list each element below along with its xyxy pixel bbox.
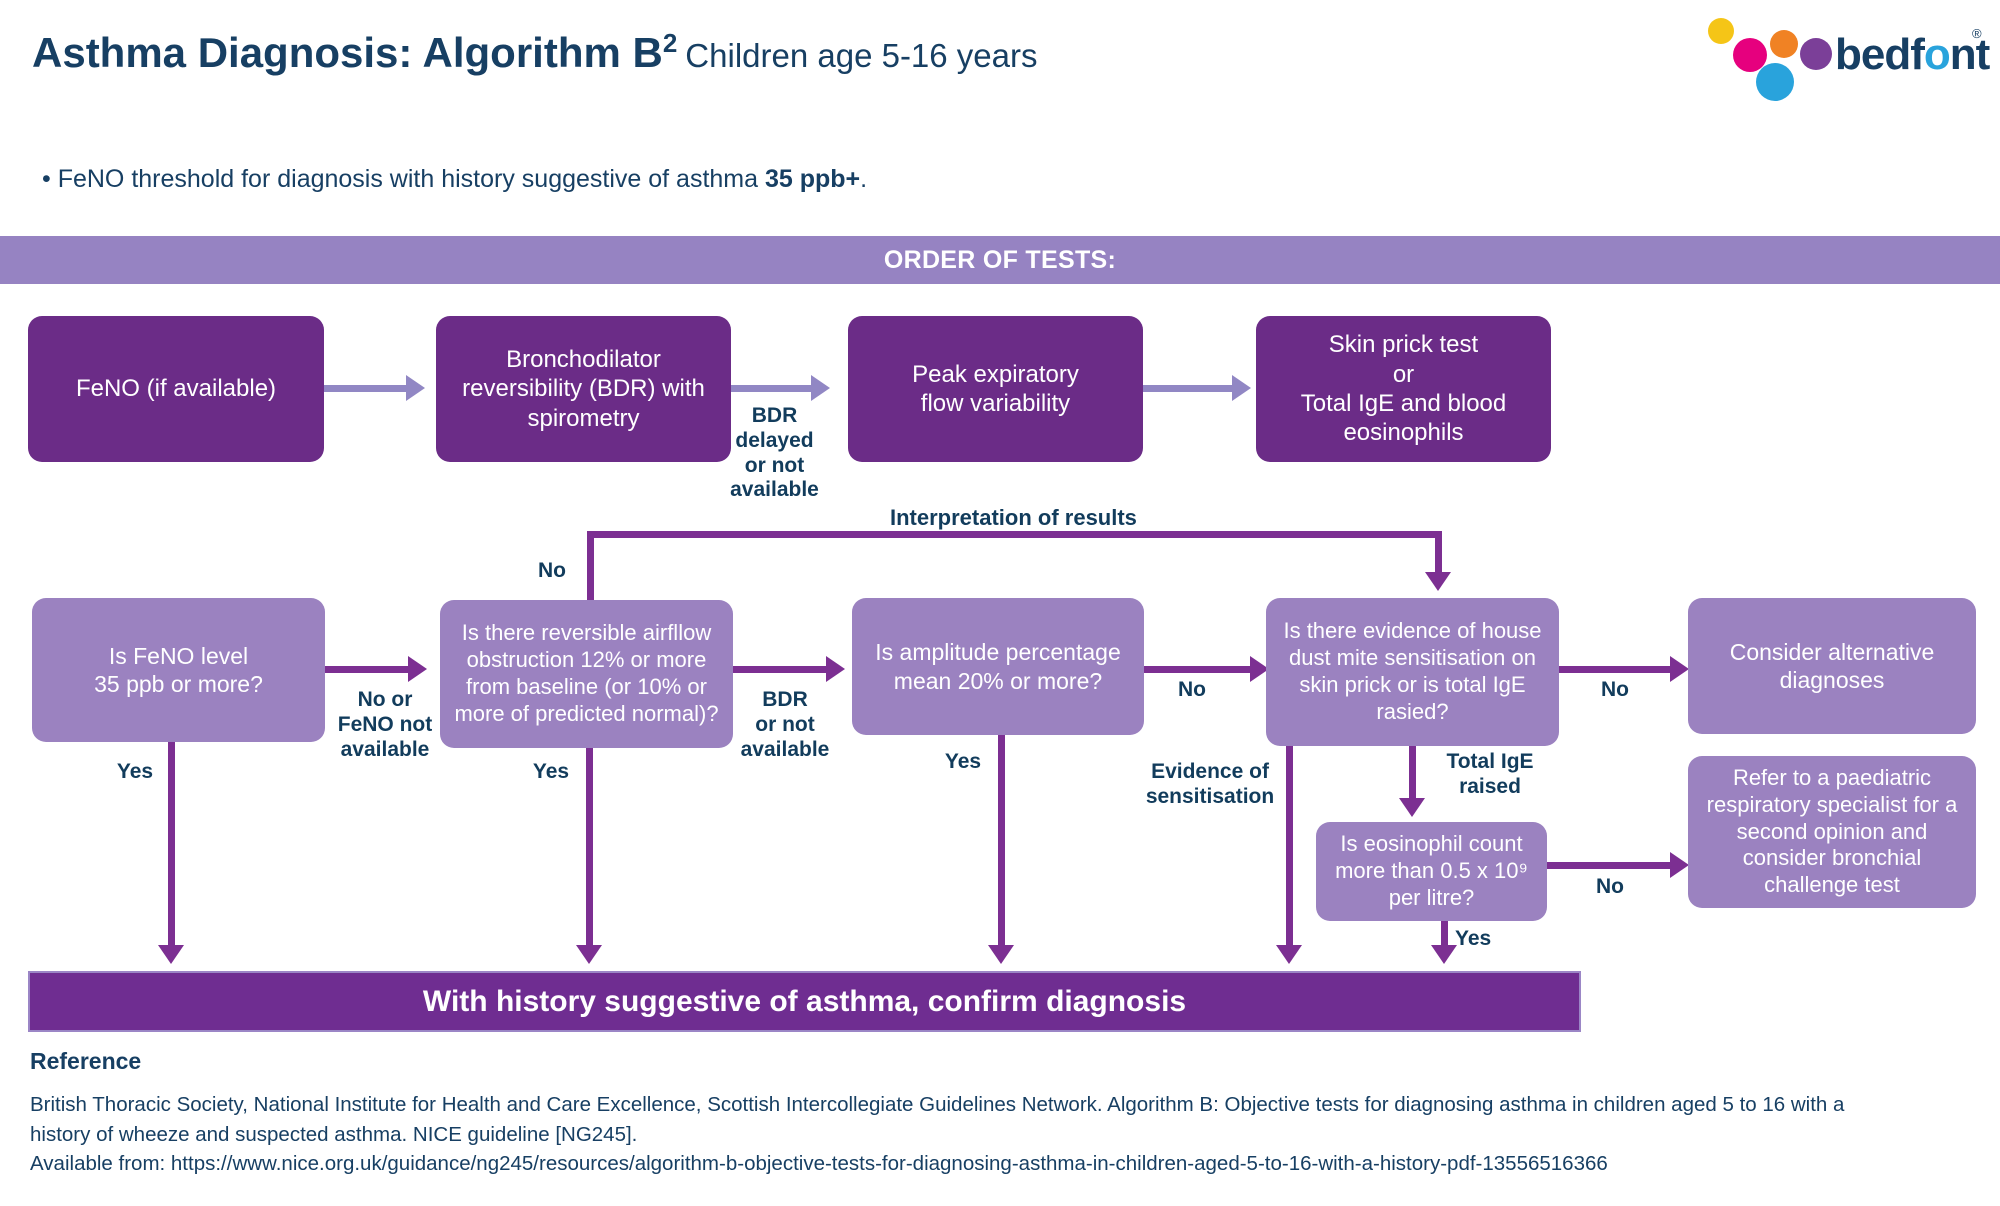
connector-no-branch-left-riser	[587, 531, 594, 603]
arrow-feno-level-yes-icon	[158, 945, 184, 964]
decision-box-reversible-airflow-label: Is there reversible airfllow obstruction…	[454, 620, 719, 726]
connector-amplitude-to-dust-mite	[1144, 666, 1252, 673]
logo-dot-purple-icon	[1800, 38, 1832, 70]
order-of-tests-label: ORDER OF TESTS:	[883, 245, 1117, 274]
arrow-feno-to-bdr-icon	[406, 375, 425, 401]
edge-label-yes-amplitude: Yes	[944, 750, 982, 773]
arrow-dust-mite-ige-icon	[1399, 798, 1425, 817]
connector-eosinophil-to-refer	[1547, 862, 1672, 869]
edge-label-evidence-of-sensitisation: Evidence of sensitisation	[1145, 760, 1275, 808]
test-box-peak-expiratory-flow: Peak expiratory flow variability	[848, 316, 1143, 462]
arrow-amplitude-yes-icon	[988, 945, 1014, 964]
test-box-bdr: Bronchodilator reversibility (BDR) with …	[436, 316, 731, 462]
logo-word-after: nt	[1949, 30, 1991, 79]
bullet-value: 35 ppb+	[764, 165, 861, 193]
decision-box-eosinophil: Is eosinophil count more than 0.5 x 10⁹ …	[1316, 822, 1547, 921]
test-box-feno: FeNO (if available)	[28, 316, 324, 462]
arrow-dust-mite-evidence-icon	[1276, 945, 1302, 964]
decision-box-eosinophil-label: Is eosinophil count more than 0.5 x 10⁹ …	[1335, 831, 1528, 910]
page-title-superscript: 2	[662, 28, 678, 58]
connector-dust-mite-evidence-down	[1286, 746, 1293, 947]
test-box-skin-prick-ige-label: Skin prick test or Total IgE and blood e…	[1300, 331, 1507, 447]
decision-box-amplitude: Is amplitude percentage mean 20% or more…	[852, 598, 1144, 735]
edge-label-yes-reversible: Yes	[532, 760, 570, 783]
bedfont-logo: bedfont ®	[1700, 8, 1990, 101]
test-box-peak-expiratory-flow-label: Peak expiratory flow variability	[912, 360, 1079, 417]
arrow-pefv-to-skin-icon	[1232, 375, 1251, 401]
outcome-box-consider-alternative: Consider alternative diagnoses	[1688, 598, 1976, 734]
test-box-skin-prick-ige: Skin prick test or Total IgE and blood e…	[1256, 316, 1551, 462]
logo-word-before: bedf	[1835, 30, 1925, 79]
decision-box-feno-level-label: Is FeNO level 35 ppb or more?	[94, 642, 263, 697]
logo-dot-magenta-icon	[1733, 38, 1767, 72]
connector-no-branch-right-drop	[1435, 531, 1442, 576]
logo-wordmark: bedfont	[1835, 30, 1991, 80]
connector-bdr-to-pefv	[731, 385, 813, 392]
connector-no-branch-top	[587, 531, 1442, 538]
logo-dot-blue-icon	[1756, 63, 1794, 101]
test-box-feno-label: FeNO (if available)	[75, 375, 277, 403]
bullet-prefix: • FeNO threshold for diagnosis with hist…	[42, 165, 765, 193]
connector-feno-to-bdr	[324, 385, 408, 392]
feno-threshold-bullet: • FeNO threshold for diagnosis with hist…	[42, 165, 867, 194]
outcome-box-refer-specialist-label: Refer to a paediatric respiratory specia…	[1706, 764, 1958, 898]
logo-word-o: o	[1923, 30, 1951, 79]
logo-dot-orange-icon	[1770, 30, 1798, 58]
edge-label-no-dust-mite: No	[1601, 678, 1629, 701]
outcome-box-consider-alternative-label: Consider alternative diagnoses	[1729, 638, 1935, 693]
bullet-suffix: .	[860, 165, 868, 193]
connector-feno-level-to-reversible	[325, 666, 410, 673]
arrow-amplitude-to-dust-mite-icon	[1250, 656, 1269, 682]
connector-feno-level-yes-down	[168, 742, 175, 947]
outcome-box-refer-specialist: Refer to a paediatric respiratory specia…	[1688, 756, 1976, 908]
confirm-diagnosis-banner: With history suggestive of asthma, confi…	[28, 971, 1581, 1032]
connector-reversible-yes-down	[586, 748, 593, 947]
arrow-dust-mite-to-alternative-icon	[1670, 656, 1689, 682]
test-box-bdr-label: Bronchodilator reversibility (BDR) with …	[462, 346, 705, 432]
edge-label-yes-feno: Yes	[116, 760, 154, 783]
arrow-feno-level-to-reversible-icon	[408, 656, 427, 682]
arrow-eosinophil-yes-icon	[1431, 945, 1457, 964]
edge-label-bdr-or-not-available: BDR or not available	[740, 688, 830, 761]
interpretation-heading: Interpretation of results	[890, 505, 1137, 530]
decision-box-dust-mite-label: Is there evidence of house dust mite sen…	[1283, 618, 1542, 724]
connector-dust-mite-ige-down	[1409, 746, 1416, 801]
confirm-diagnosis-label: With history suggestive of asthma, confi…	[422, 984, 1187, 1018]
arrow-reversible-to-amplitude-icon	[826, 656, 845, 682]
edge-label-no-eosinophil: No	[1596, 875, 1624, 898]
reference-body: British Thoracic Society, National Insti…	[30, 1093, 1845, 1176]
arrow-reversible-yes-icon	[576, 945, 602, 964]
connector-dust-mite-to-alternative	[1559, 666, 1672, 673]
decision-box-dust-mite: Is there evidence of house dust mite sen…	[1266, 598, 1559, 746]
decision-box-amplitude-label: Is amplitude percentage mean 20% or more…	[875, 639, 1121, 694]
logo-dot-yellow-icon	[1708, 18, 1734, 44]
edge-label-yes-eosinophil: Yes	[1455, 927, 1492, 950]
connector-reversible-to-amplitude	[733, 666, 828, 673]
order-of-tests-banner: ORDER OF TESTS:	[0, 236, 2000, 284]
connector-pefv-to-skin	[1143, 385, 1234, 392]
connector-amplitude-yes-down	[998, 735, 1005, 947]
edge-label-bdr-delayed: BDR delayed or not available	[730, 404, 819, 502]
decision-box-reversible-airflow: Is there reversible airfllow obstruction…	[440, 600, 733, 748]
page-title-main: Asthma Diagnosis: Algorithm B	[32, 29, 663, 76]
edge-label-total-ige-raised: Total IgE raised	[1446, 750, 1534, 798]
edge-label-no-or-feno-not-available: No or FeNO not available	[337, 688, 433, 761]
reference-heading: Reference	[30, 1048, 142, 1074]
edge-label-no-amplitude: No	[1178, 678, 1206, 701]
page-subtitle: Children age 5-16 years	[685, 37, 1038, 74]
arrow-bdr-to-pefv-icon	[811, 375, 830, 401]
logo-registered-mark: ®	[1972, 26, 1982, 41]
edge-label-no-top: No	[538, 559, 566, 582]
arrow-eosinophil-to-refer-icon	[1670, 852, 1689, 878]
connector-eosinophil-yes-down	[1441, 921, 1448, 947]
decision-box-feno-level: Is FeNO level 35 ppb or more?	[32, 598, 325, 742]
arrow-no-branch-into-dust-mite-icon	[1425, 572, 1451, 591]
